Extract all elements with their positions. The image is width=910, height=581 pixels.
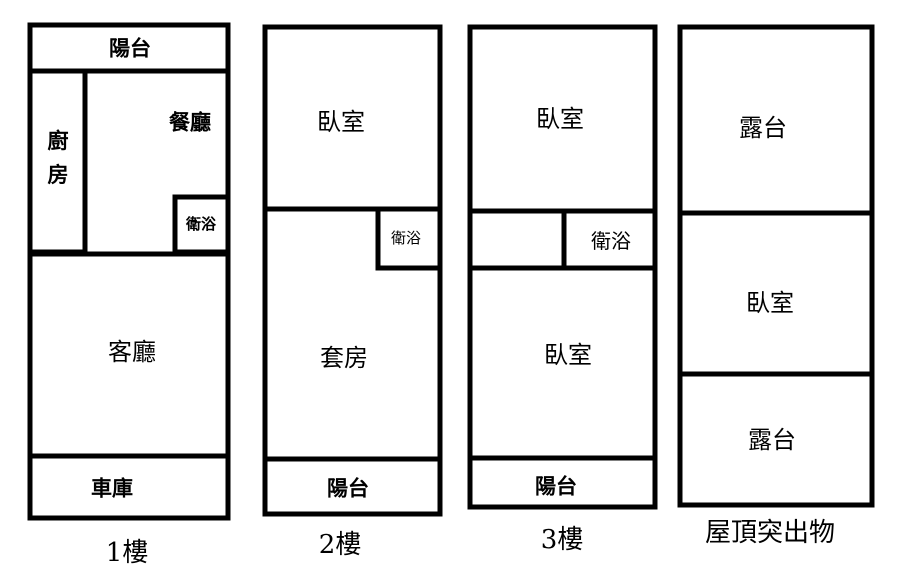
balcony-label-3f: 陽台	[535, 474, 577, 499]
floor-3-plan: 臥室 衛浴 臥室 陽台 3樓	[467, 24, 658, 555]
roof-title: 屋頂突出物	[705, 518, 835, 548]
dining-label: 餐廳	[169, 110, 211, 135]
suite-label: 套房	[320, 344, 368, 372]
floor-2-title: 2樓	[319, 530, 362, 560]
balcony-label-1f: 陽台	[109, 36, 151, 61]
bedroom-bottom-label-3f: 臥室	[544, 341, 592, 369]
floor-2-plan: 臥室 衛浴 套房 陽台 2樓	[262, 24, 443, 560]
bedroom-top-label-3f: 臥室	[536, 105, 584, 133]
garage-label: 車庫	[91, 476, 133, 501]
floor-1-outline	[27, 22, 231, 521]
bedroom-label-roof: 臥室	[746, 289, 794, 317]
bedroom-label-2f: 臥室	[317, 108, 365, 136]
balcony-label-2f: 陽台	[327, 476, 369, 501]
floor-1-plan: 陽台 餐廳 廚房 衛浴 客廳 車庫 1樓	[27, 22, 231, 568]
terrace-bottom-label: 露台	[748, 426, 796, 454]
bath-room-2f	[375, 206, 443, 271]
floor-1-title: 1樓	[106, 538, 149, 568]
floor-3-title: 3樓	[541, 525, 584, 555]
living-label: 客廳	[108, 338, 156, 366]
roof-plan: 露台 臥室 露台 屋頂突出物	[677, 24, 875, 548]
roof-outline	[677, 24, 875, 508]
bath-label-3f: 衛浴	[591, 229, 631, 253]
bath-label-1f: 衛浴	[185, 215, 217, 233]
kitchen-label-1: 廚房	[48, 128, 69, 187]
bath-label-2f: 衛浴	[391, 229, 421, 247]
terrace-top-label: 露台	[739, 114, 787, 142]
